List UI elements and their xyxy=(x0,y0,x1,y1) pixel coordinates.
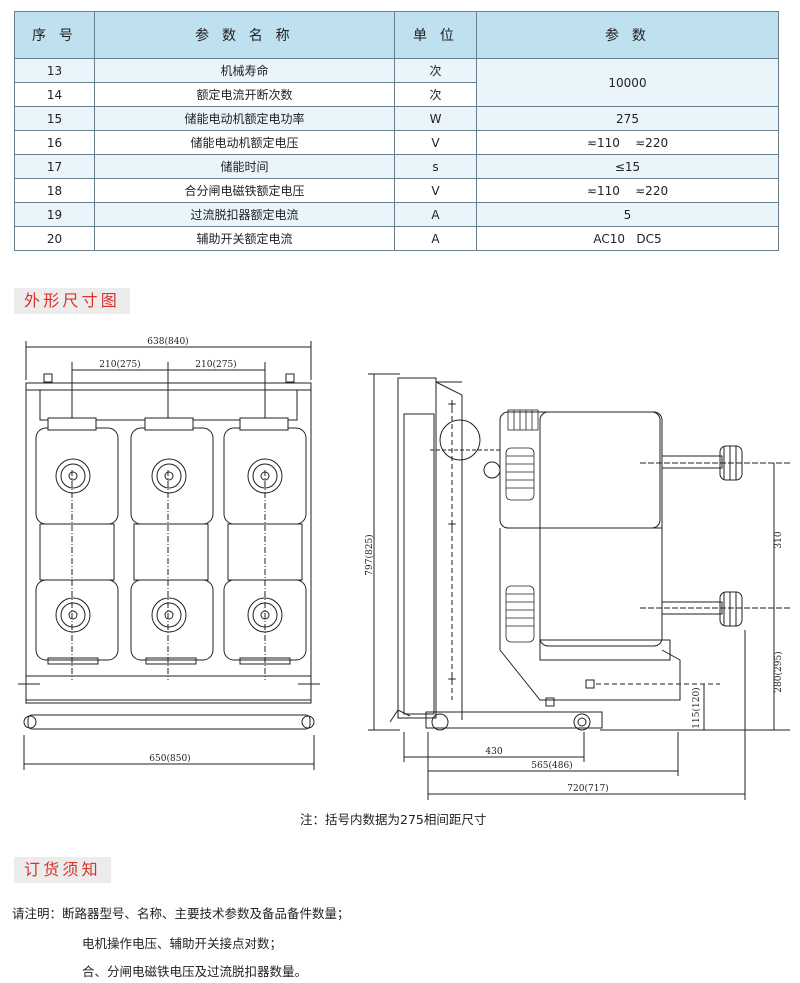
cell-value: 5 xyxy=(476,202,779,227)
dim-side-430: 430 xyxy=(485,747,502,757)
header-value: 参 数 xyxy=(476,11,779,59)
cell-unit: A xyxy=(394,226,477,251)
order-line-3: 合、分闸电磁铁电压及过流脱扣器数量。 xyxy=(82,964,308,979)
header-no: 序 号 xyxy=(14,11,95,59)
table-row: 19 过流脱扣器额定电流 A 5 xyxy=(14,202,779,227)
cell-name: 储能时间 xyxy=(94,154,395,179)
cell-unit: W xyxy=(394,106,477,131)
table-row: 13 机械寿命 次 10000 xyxy=(14,58,779,107)
cell-unit: 次 xyxy=(394,82,477,107)
front-view: 638(840) 210(275) 210(275) xyxy=(18,336,320,770)
cell-unit: V xyxy=(394,130,477,155)
cell-no: 16 xyxy=(14,130,95,155)
section-title-outline: 外形尺寸图 xyxy=(14,288,131,314)
dim-side-115: 115(120) xyxy=(691,687,702,728)
svg-text:+: + xyxy=(447,397,457,411)
cell-name: 储能电动机额定电压 xyxy=(94,130,395,155)
dim-pitch-left: 210(275) xyxy=(99,359,140,370)
section-title-order: 订货须知 xyxy=(14,857,111,883)
table-row: 15 储能电动机额定电功率 W 275 xyxy=(14,106,779,131)
cell-no: 18 xyxy=(14,178,95,203)
dim-side-310: 310 xyxy=(774,531,784,548)
cell-no: 20 xyxy=(14,226,95,251)
cell-name: 机械寿命 xyxy=(94,58,395,83)
cell-unit: 次 xyxy=(394,58,477,83)
dim-side-565: 565(486) xyxy=(531,760,572,771)
cell-value: 275 xyxy=(476,106,779,131)
table-row: 20 辅助开关额定电流 A AC10 DC5 xyxy=(14,226,779,251)
cell-name: 额定电流开断次数 xyxy=(94,82,395,107)
svg-text:+: + xyxy=(447,517,457,531)
dim-front-bottom: 650(850) xyxy=(149,753,190,764)
cell-unit: s xyxy=(394,154,477,179)
dim-pitch-right: 210(275) xyxy=(195,359,236,370)
cell-no: 13 xyxy=(14,58,95,83)
dim-side-720: 720(717) xyxy=(567,783,608,794)
order-line-2: 电机操作电压、辅助开关接点对数； xyxy=(82,936,283,951)
side-view: 797(825) + + + xyxy=(364,373,790,800)
dim-front-top: 638(840) xyxy=(147,336,188,347)
order-line-1: 请注明：断路器型号、名称、主要技术参数及备品备件数量； xyxy=(12,906,350,921)
dim-side-280: 280(295) xyxy=(773,651,784,692)
table-header-row: 序 号 参 数 名 称 单 位 参 数 xyxy=(14,11,779,59)
cell-no: 14 xyxy=(14,82,95,107)
cell-no: 19 xyxy=(14,202,95,227)
cell-value: AC10 DC5 xyxy=(476,226,779,251)
table-row: 16 储能电动机额定电压 V ≂110 ≂220 xyxy=(14,130,779,155)
drawing-note: 注：括号内数据为275相间距尺寸 xyxy=(300,812,487,827)
cell-no: 17 xyxy=(14,154,95,179)
dim-side-height: 797(825) xyxy=(364,534,375,575)
parameter-table: 序 号 参 数 名 称 单 位 参 数 13 机械寿命 次 10000 14 额… xyxy=(14,11,779,251)
svg-text:+: + xyxy=(447,672,457,686)
cell-unit: V xyxy=(394,178,477,203)
table-row: 17 储能时间 s ≤15 xyxy=(14,154,779,179)
cell-value: 10000 xyxy=(476,58,779,107)
cell-name: 合分闸电磁铁额定电压 xyxy=(94,178,395,203)
cell-name: 辅助开关额定电流 xyxy=(94,226,395,251)
cell-unit: A xyxy=(394,202,477,227)
table-row: 14 额定电流开断次数 次 xyxy=(14,82,779,107)
